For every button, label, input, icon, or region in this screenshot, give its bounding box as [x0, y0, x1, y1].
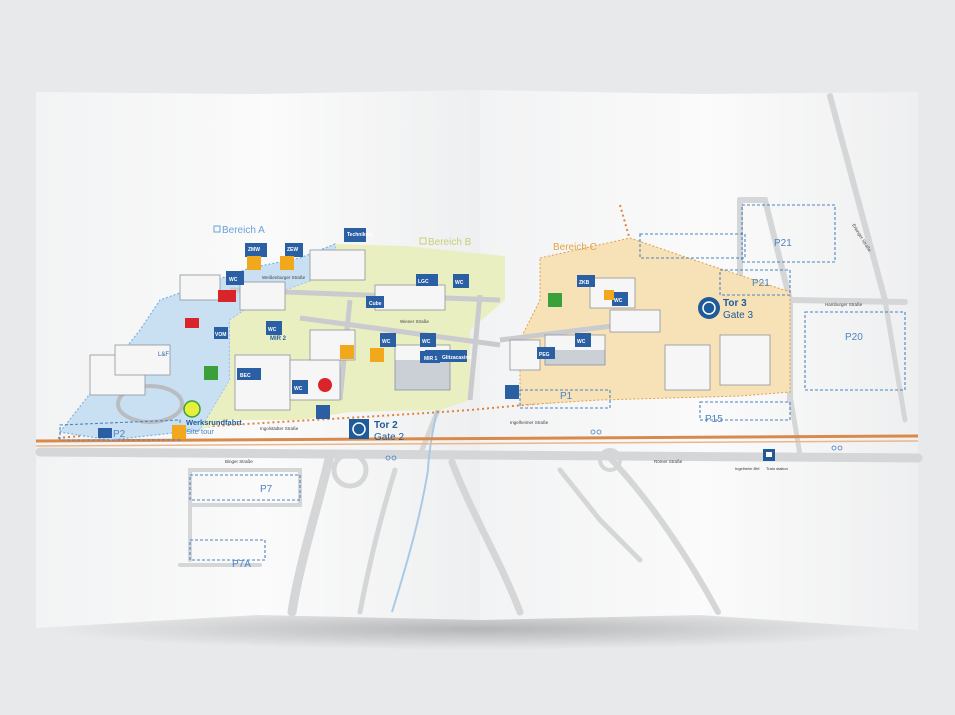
area-a-label: Bereich A: [222, 225, 265, 236]
gate-3: Tor 3 Gate 3: [698, 297, 753, 321]
gate-3-sublabel: Gate 3: [723, 310, 753, 321]
building-bec: BEC: [240, 373, 251, 379]
parking-p21-mid: P21: [752, 278, 770, 289]
street-ingelheimer: Ingelheimer Straße: [510, 420, 549, 425]
gate-2-sublabel: Gate 2: [374, 432, 404, 443]
svg-text:WC: WC: [382, 339, 391, 345]
site-tour-sublabel: Site tour: [186, 427, 214, 436]
building-zkb: ZKB: [579, 280, 590, 286]
parking-p2: P2: [113, 429, 126, 440]
area-b-marker: [419, 237, 427, 245]
building-zew: ZEW: [287, 247, 298, 253]
area-b-label: Bereich B: [428, 237, 472, 248]
railway: [35, 204, 919, 447]
svg-text:WC: WC: [577, 339, 586, 345]
building-glitzacasino: Glitzacasino: [442, 355, 471, 361]
parking-p21-top: P21: [774, 238, 792, 249]
helipad-icon: [183, 400, 201, 418]
parking-p1: P1: [560, 391, 573, 402]
street-ingolstaedter: Ingolstädter Straße: [260, 426, 299, 431]
building-mir2: MIR 2: [270, 336, 287, 342]
svg-text:WC: WC: [422, 339, 431, 345]
train-station: Ingelheim Bhf Train station: [735, 449, 788, 471]
parking-p7a: P7A: [232, 559, 251, 570]
parking-outlines: [59, 204, 906, 561]
building-mir1: MIR 1: [424, 356, 438, 362]
gate-2: Tor 2 Gate 2: [349, 419, 404, 443]
train-station-sublabel: Train station: [766, 466, 788, 471]
building-lsf: L&F: [158, 352, 169, 358]
building-lgc: LGC: [418, 279, 429, 285]
parking-p7: P7: [260, 484, 273, 495]
svg-text:WC: WC: [268, 327, 277, 333]
building-peg: PEG: [539, 352, 550, 358]
street-weissenburger: Weißenburger Straße: [262, 275, 306, 280]
parking-p20: P20: [845, 332, 863, 343]
building-vom: VOM: [215, 332, 226, 338]
building-zmw: ZMW: [248, 247, 260, 253]
bike-icons: [385, 429, 843, 461]
svg-text:WC: WC: [455, 280, 464, 286]
area-a-marker: [213, 225, 221, 233]
svg-text:WC: WC: [614, 298, 623, 304]
gate-2-label: Tor 2: [374, 420, 398, 431]
street-hamburger: Hamburger Straße: [825, 302, 863, 307]
street-roemer: Römer Straße: [654, 459, 683, 464]
area-c-label: Bereich C: [553, 242, 597, 253]
street-wiener: Wiener Straße: [400, 319, 430, 324]
parking-p15: P15: [705, 414, 723, 425]
gate-3-label: Tor 3: [723, 298, 747, 309]
building-cube: Cube: [369, 301, 382, 307]
ring-road: [116, 384, 184, 424]
map-icons: WC WC WC WC WC WC WC WC: [98, 228, 628, 439]
building-technikum: Technikum: [347, 232, 374, 238]
site-tour-label: Werksrundfahrt: [186, 418, 242, 427]
street-binger: Binger Straße: [225, 459, 253, 464]
svg-text:WC: WC: [229, 277, 238, 283]
svg-text:WC: WC: [294, 386, 303, 392]
train-station-label: Ingelheim Bhf: [735, 466, 760, 471]
